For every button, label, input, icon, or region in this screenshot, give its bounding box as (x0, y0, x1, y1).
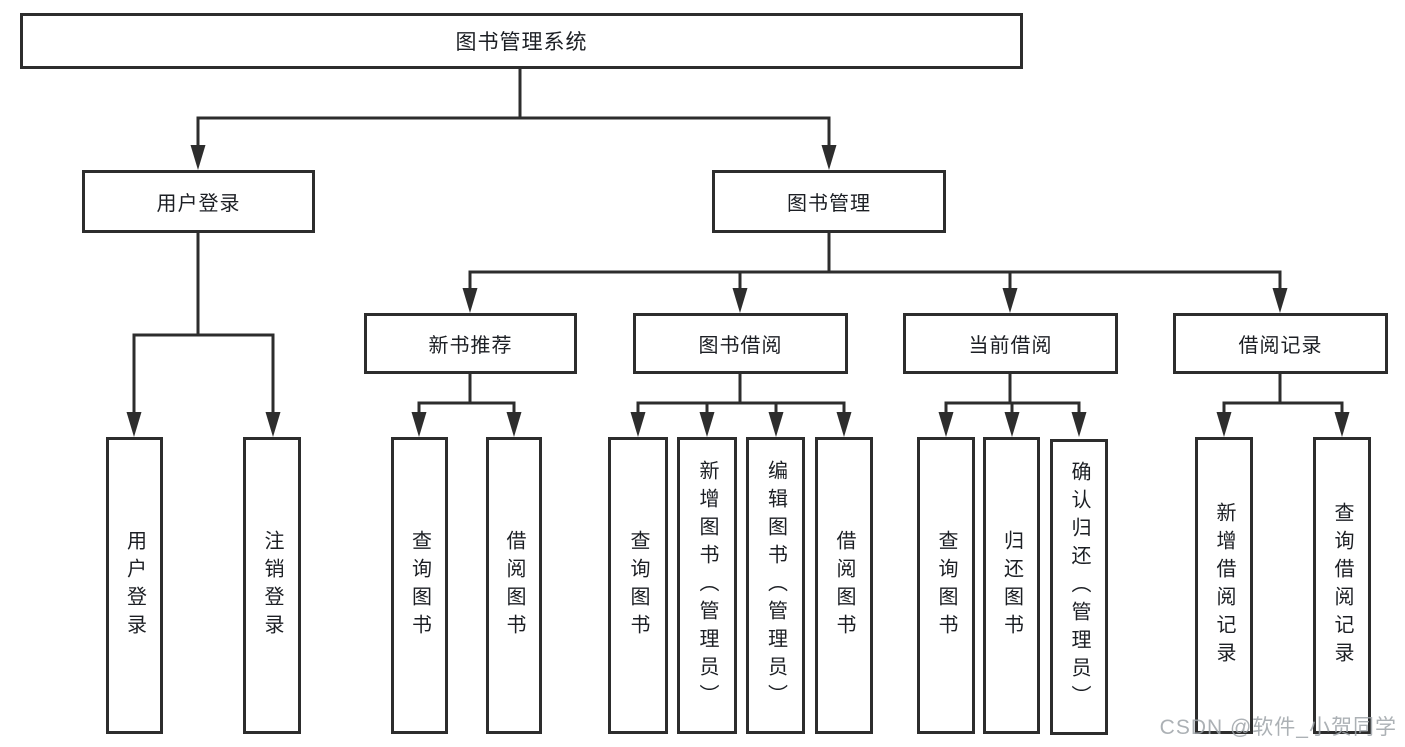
leaf-add-borrow-record: 新增借阅记录 (1195, 437, 1253, 734)
leaf-confirm-return-admin: 确认归还（管理员） (1050, 439, 1108, 735)
leaf-borrow-books-recommend: 借阅图书 (486, 437, 542, 734)
node-book-borrowing: 图书借阅 (633, 313, 848, 374)
node-label: 借阅图书 (503, 529, 525, 642)
node-label: 新书推荐 (428, 335, 513, 357)
leaf-add-books-admin: 新增图书（管理员） (677, 437, 737, 734)
leaf-borrow-books: 借阅图书 (815, 437, 873, 734)
node-label: 编辑图书（管理员） (764, 459, 787, 712)
leaf-query-books-recommend: 查询图书 (391, 437, 448, 734)
node-book-management: 图书管理 (712, 170, 946, 233)
node-label: 图书借阅 (698, 335, 783, 357)
node-label: 用户登录 (123, 529, 146, 642)
node-label: 查询图书 (935, 529, 957, 642)
node-label: 用户登录 (156, 193, 241, 215)
node-user-login: 用户登录 (82, 170, 315, 233)
leaf-return-books: 归还图书 (983, 437, 1040, 734)
node-new-book-recommend: 新书推荐 (364, 313, 577, 374)
leaf-query-books-borrow: 查询图书 (608, 437, 668, 734)
csdn-watermark: CSDN @软件_小贺同学 (1159, 716, 1397, 739)
node-label: 注销登录 (261, 529, 283, 642)
node-label: 借阅图书 (833, 529, 855, 642)
node-label: 归还图书 (1000, 529, 1023, 642)
leaf-query-books-current: 查询图书 (917, 437, 975, 734)
node-borrowing-records: 借阅记录 (1173, 313, 1388, 374)
node-current-borrowing: 当前借阅 (903, 313, 1118, 374)
node-label: 查询图书 (627, 529, 649, 642)
node-root-library-system: 图书管理系统 (20, 13, 1023, 69)
arrowhead-icons (126, 145, 1350, 437)
node-label: 确认归还（管理员） (1068, 461, 1090, 713)
node-label: 查询借阅记录 (1331, 501, 1353, 670)
leaf-query-borrow-record: 查询借阅记录 (1313, 437, 1371, 734)
node-label: 新增图书（管理员） (696, 459, 718, 712)
leaf-user-login: 用户登录 (106, 437, 163, 734)
node-label: 图书管理 (787, 193, 871, 215)
leaf-logout: 注销登录 (243, 437, 301, 734)
node-label: 当前借阅 (968, 335, 1053, 357)
node-label: 查询图书 (408, 529, 431, 642)
node-label: 新增借阅记录 (1213, 501, 1235, 670)
leaf-edit-books-admin: 编辑图书（管理员） (746, 437, 805, 734)
node-label: 图书管理系统 (455, 31, 588, 54)
node-label: 借阅记录 (1238, 335, 1323, 357)
